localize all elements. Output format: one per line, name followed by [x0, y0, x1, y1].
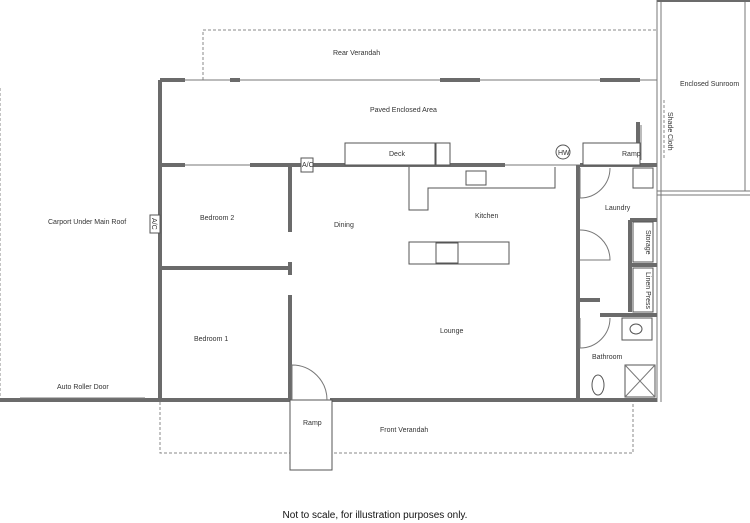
storage-cupboard [632, 221, 654, 263]
dining-label: Dining [334, 222, 354, 229]
outer-walls [0, 78, 662, 402]
bedroom-1-label: Bedroom 1 [194, 336, 228, 343]
rear-verandah-outline [202, 29, 658, 80]
carport-label: Carport Under Main Roof [48, 219, 126, 226]
ac-label-2: A/C [150, 218, 157, 230]
enclosed-sunroom-label: Enclosed Sunroom [680, 81, 739, 88]
hot-water-unit [555, 144, 571, 160]
deck-post [435, 142, 451, 166]
hw-label: HW [558, 150, 570, 157]
deck-label: Deck [389, 151, 405, 158]
linen-press-label: Linen Press [644, 272, 651, 309]
ac-label-1: A/C [302, 162, 314, 169]
toilet [591, 374, 605, 396]
door-swings [579, 167, 611, 349]
rear-verandah-label: Rear Verandah [333, 50, 380, 57]
paved-enclosed-area-label: Paved Enclosed Area [370, 107, 437, 114]
bedroom-2-label: Bedroom 2 [200, 215, 234, 222]
shade-cloth-label: Shade Cloth [666, 112, 673, 151]
storage-label: Storage [644, 230, 651, 255]
ac-unit-1 [300, 157, 314, 173]
footer-note: Not to scale, for illustration purposes … [282, 510, 468, 521]
ac-unit-2 [149, 214, 161, 234]
front-verandah-outline [159, 402, 634, 454]
auto-roller-door-label: Auto Roller Door [57, 384, 109, 391]
basin [629, 323, 643, 335]
sunroom-walls [656, 0, 750, 196]
kitchen-benches [408, 167, 556, 265]
front-verandah-label: Front Verandah [380, 427, 428, 434]
ramp-front-label: Ramp [303, 420, 322, 427]
linen-press-cupboard [632, 267, 654, 313]
laundry-tub [632, 167, 654, 189]
laundry-label: Laundry [605, 205, 631, 212]
front-door-swing [291, 364, 328, 401]
front-ramp [289, 399, 333, 471]
rear-ramp [582, 142, 641, 166]
deck-area [344, 142, 436, 166]
ramp-rear-label: Ramp [622, 151, 641, 158]
bathroom-label: Bathroom [592, 354, 623, 361]
lounge-label: Lounge [440, 328, 463, 335]
kitchen-label: Kitchen [475, 213, 498, 220]
